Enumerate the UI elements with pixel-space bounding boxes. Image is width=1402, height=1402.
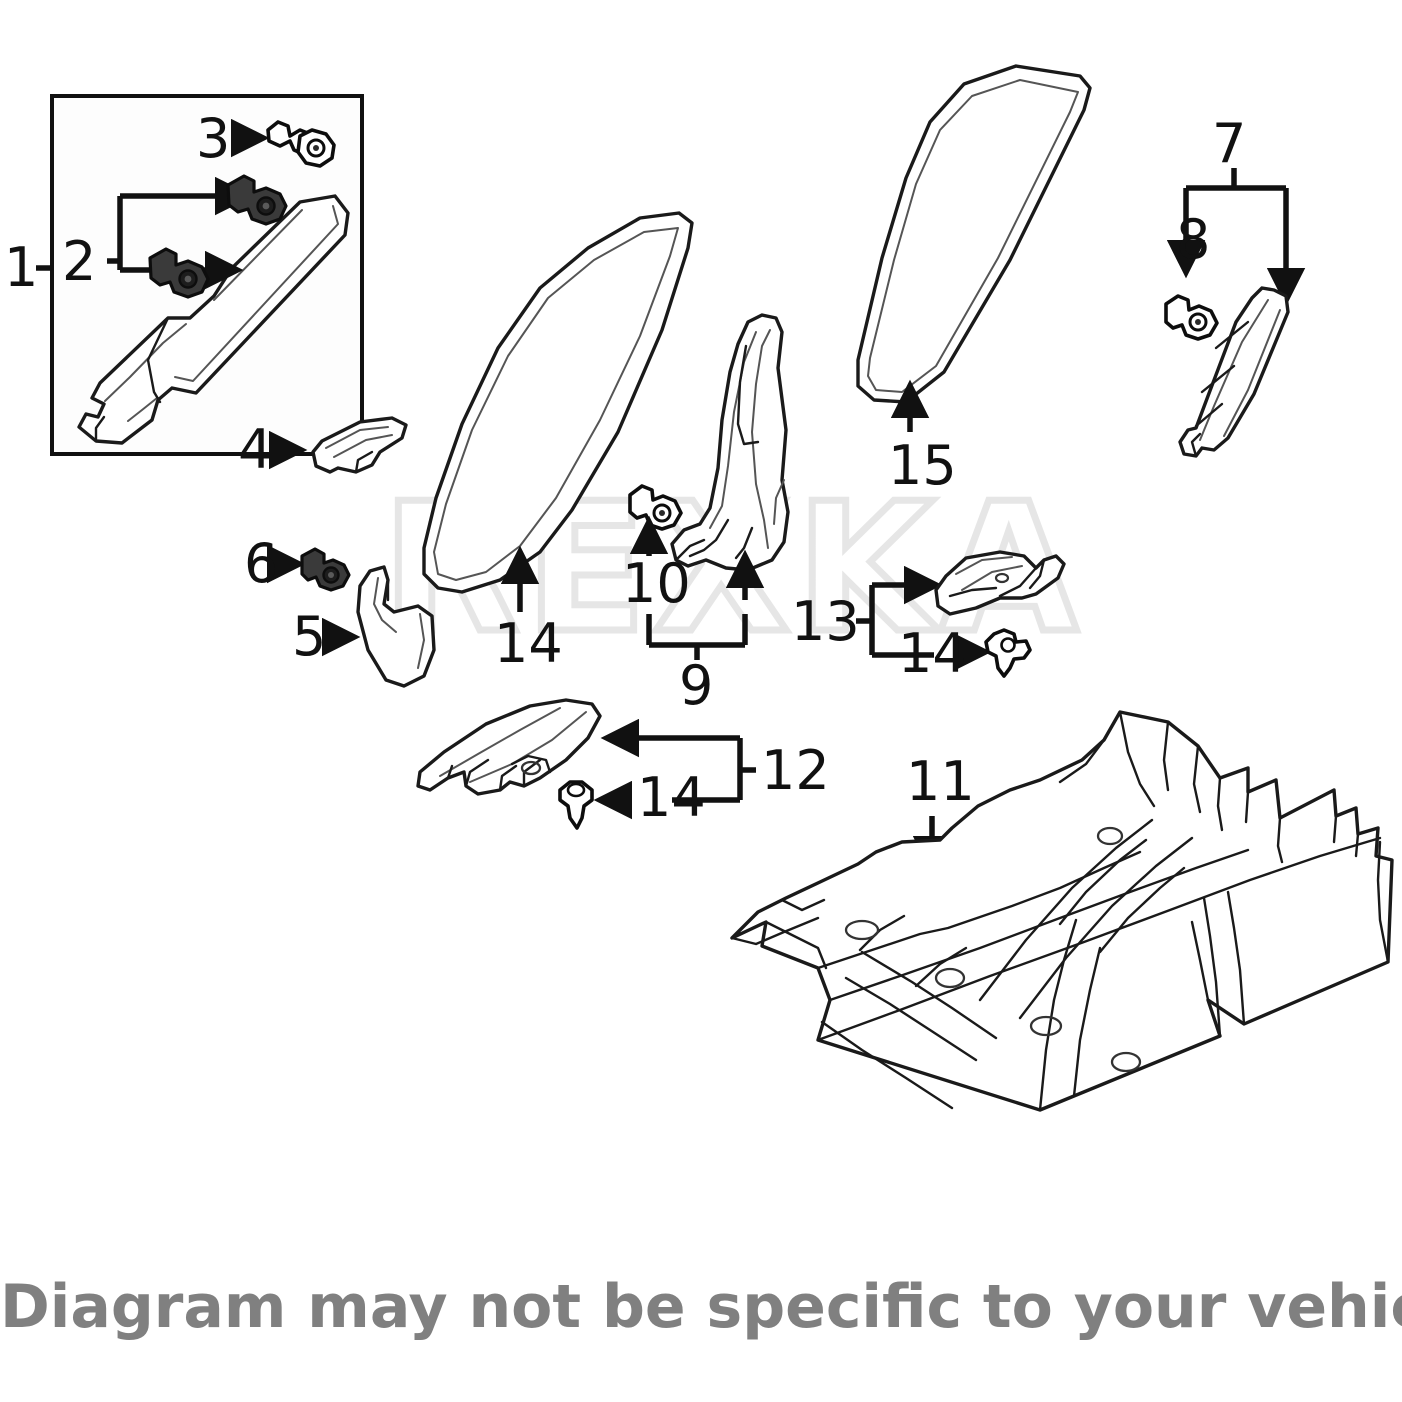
callout-label-3: 3	[196, 107, 230, 170]
callout-12-bracket	[593, 718, 756, 820]
callout-label-14-rear: 14	[898, 622, 967, 685]
callout-label-9: 9	[679, 654, 713, 717]
part-rear-sill-bracket	[934, 550, 1066, 616]
part-pillar-grommet-clip-light	[266, 120, 336, 168]
callout-label-2: 2	[62, 230, 96, 293]
callout-9-bracket	[646, 549, 765, 660]
part-rear-pillar-trim-clip	[1164, 294, 1219, 341]
part-kick-panel-screw	[300, 547, 351, 592]
callout-label-16: 15	[888, 434, 957, 497]
callout-label-12: 12	[761, 739, 830, 802]
callout-label-4: 4	[238, 418, 272, 481]
callout-13-bracket	[856, 565, 992, 672]
callout-label-7: 7	[1212, 112, 1246, 175]
part-pillar-clip-dark-lower	[148, 247, 210, 299]
callout-7-bracket	[1166, 168, 1306, 307]
part-front-kick-panel-trim	[356, 565, 436, 688]
part-front-door-weatherstrip	[422, 211, 694, 594]
part-door-sill-scuff-plate	[416, 698, 602, 796]
part-rear-pillar-trim	[1178, 286, 1290, 458]
callout-label-1: 1	[4, 236, 38, 299]
part-scuff-plate-clip	[558, 780, 594, 830]
callout-label-14-sill: 14	[637, 766, 706, 829]
callout-label-8: 8	[1176, 208, 1210, 271]
callout-label-13: 13	[791, 590, 860, 653]
part-rear-door-weatherstrip	[856, 64, 1092, 404]
callout-label-6: 6	[244, 532, 278, 595]
part-pillar-clip-dark-upper	[226, 174, 288, 226]
callout-label-15: 14	[494, 612, 563, 675]
part-rear-bracket-clip	[984, 628, 1032, 678]
part-cowl-side-trim-cover	[311, 416, 408, 474]
part-center-pillar-trim	[670, 313, 790, 572]
disclaimer-caption: Diagram may not be specific to your vehi…	[0, 1272, 1402, 1342]
callout-label-5: 5	[292, 605, 326, 668]
callout-label-11: 11	[906, 750, 975, 813]
callout-label-10: 10	[622, 552, 691, 615]
part-floor-carpet	[730, 710, 1394, 1112]
